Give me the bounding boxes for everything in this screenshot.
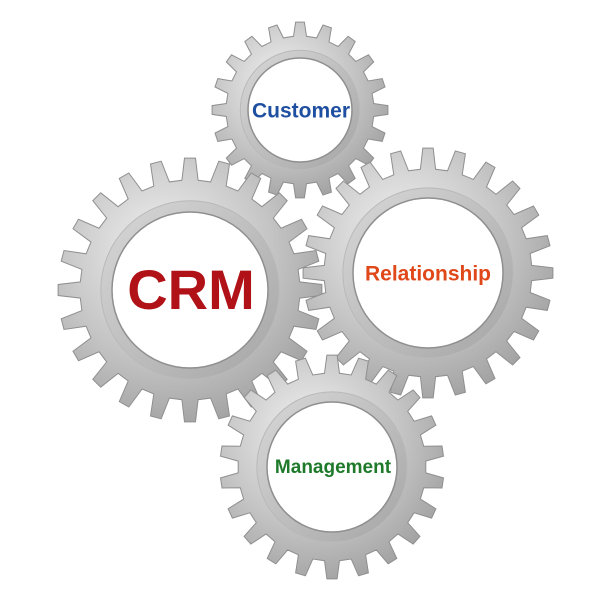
gear-management-label: Management [275, 457, 392, 478]
gear-customer-face [247, 57, 353, 163]
gear-management-face [266, 401, 398, 533]
gear-customer-label: Customer [252, 100, 350, 123]
gear-relationship-face [352, 197, 504, 349]
gear-customer: Customer [211, 21, 389, 199]
gear-relationship-label: Relationship [365, 263, 491, 286]
gear-crm: CRM [57, 157, 323, 423]
gear-crm-face [111, 211, 269, 369]
gear-management: Management [219, 354, 445, 580]
gear-crm-label: CRM [127, 258, 255, 321]
gear-relationship: Relationship [302, 147, 554, 399]
